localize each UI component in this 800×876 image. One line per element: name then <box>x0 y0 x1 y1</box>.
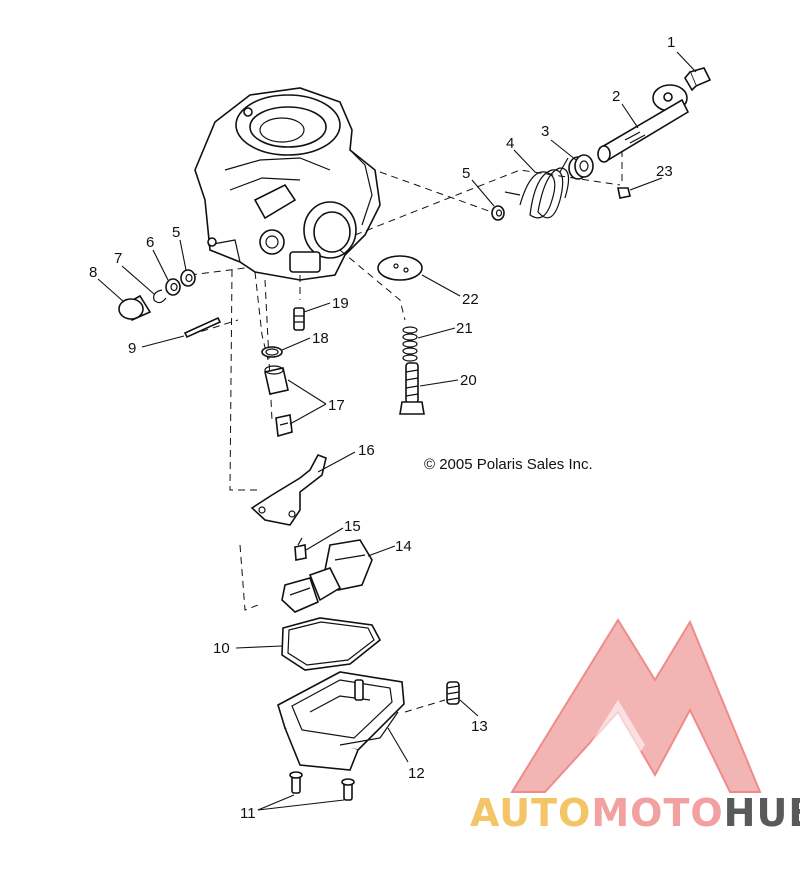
callout-13: 13 <box>471 718 488 735</box>
part-9-pin <box>183 316 222 339</box>
callout-22: 22 <box>462 291 479 308</box>
part-15-needle-valve <box>294 537 307 561</box>
part-6-washer <box>165 278 181 296</box>
part-11-screws <box>289 771 355 801</box>
callout-23: 23 <box>656 163 673 180</box>
part-17-needle-jet <box>264 365 293 438</box>
callout-17: 17 <box>328 397 345 414</box>
part-10-gasket <box>281 617 382 671</box>
part-1-screw <box>684 67 712 92</box>
callout-21: 21 <box>456 320 473 337</box>
callout-3: 3 <box>541 123 549 140</box>
callout-14: 14 <box>395 538 412 555</box>
callout-7: 7 <box>114 250 122 267</box>
watermark-logo <box>510 618 762 793</box>
callout-5-left: 5 <box>172 224 180 241</box>
part-4-return-spring <box>504 157 570 219</box>
callout-labels: 1 2 3 4 5 5 6 7 8 9 10 11 12 13 14 15 16… <box>89 34 675 822</box>
part-13-drain-screw <box>446 681 460 705</box>
part-2-throttle-shaft <box>597 84 690 163</box>
callout-8: 8 <box>89 264 97 281</box>
part-7-clip <box>153 289 167 304</box>
part-16-bracket <box>250 454 327 526</box>
callout-12: 12 <box>408 765 425 782</box>
callout-11: 11 <box>240 805 256 822</box>
callout-16: 16 <box>358 442 375 459</box>
svg-text:AUTOMOTOHUB: AUTOMOTOHUB <box>470 791 800 835</box>
part-23-nut <box>617 187 631 199</box>
part-8-cap <box>118 294 152 321</box>
callout-4: 4 <box>506 135 514 152</box>
callout-2: 2 <box>612 88 620 105</box>
part-18-o-ring <box>261 346 283 358</box>
part-12-float-bowl <box>277 671 405 771</box>
callout-10: 10 <box>213 640 230 657</box>
part-14-float <box>281 539 373 613</box>
carburetor-body <box>194 87 381 281</box>
assembly-guides <box>189 150 623 713</box>
part-5-washer-right <box>491 205 505 221</box>
watermark-hub: HUB <box>724 791 800 835</box>
callout-19: 19 <box>332 295 349 312</box>
callout-15: 15 <box>344 518 361 535</box>
part-3-bushing <box>568 154 594 180</box>
leader-lines <box>97 51 697 811</box>
callout-6: 6 <box>146 234 154 251</box>
callout-9: 9 <box>128 340 136 357</box>
callout-1: 1 <box>667 34 675 51</box>
part-21-spring <box>402 326 418 362</box>
watermark-moto: MOTO <box>591 791 723 835</box>
watermark-text: AUTOMOTOHUB <box>470 791 800 835</box>
callout-5-right: 5 <box>462 165 470 182</box>
part-5-washer-left <box>180 269 196 287</box>
part-22-plate <box>377 255 423 281</box>
part-20-screw <box>399 362 425 415</box>
watermark-auto: AUTO <box>470 791 591 835</box>
copyright-notice: © 2005 Polaris Sales Inc. <box>424 456 593 473</box>
callout-20: 20 <box>460 372 477 389</box>
callout-18: 18 <box>312 330 329 347</box>
part-19-jet <box>293 307 305 331</box>
